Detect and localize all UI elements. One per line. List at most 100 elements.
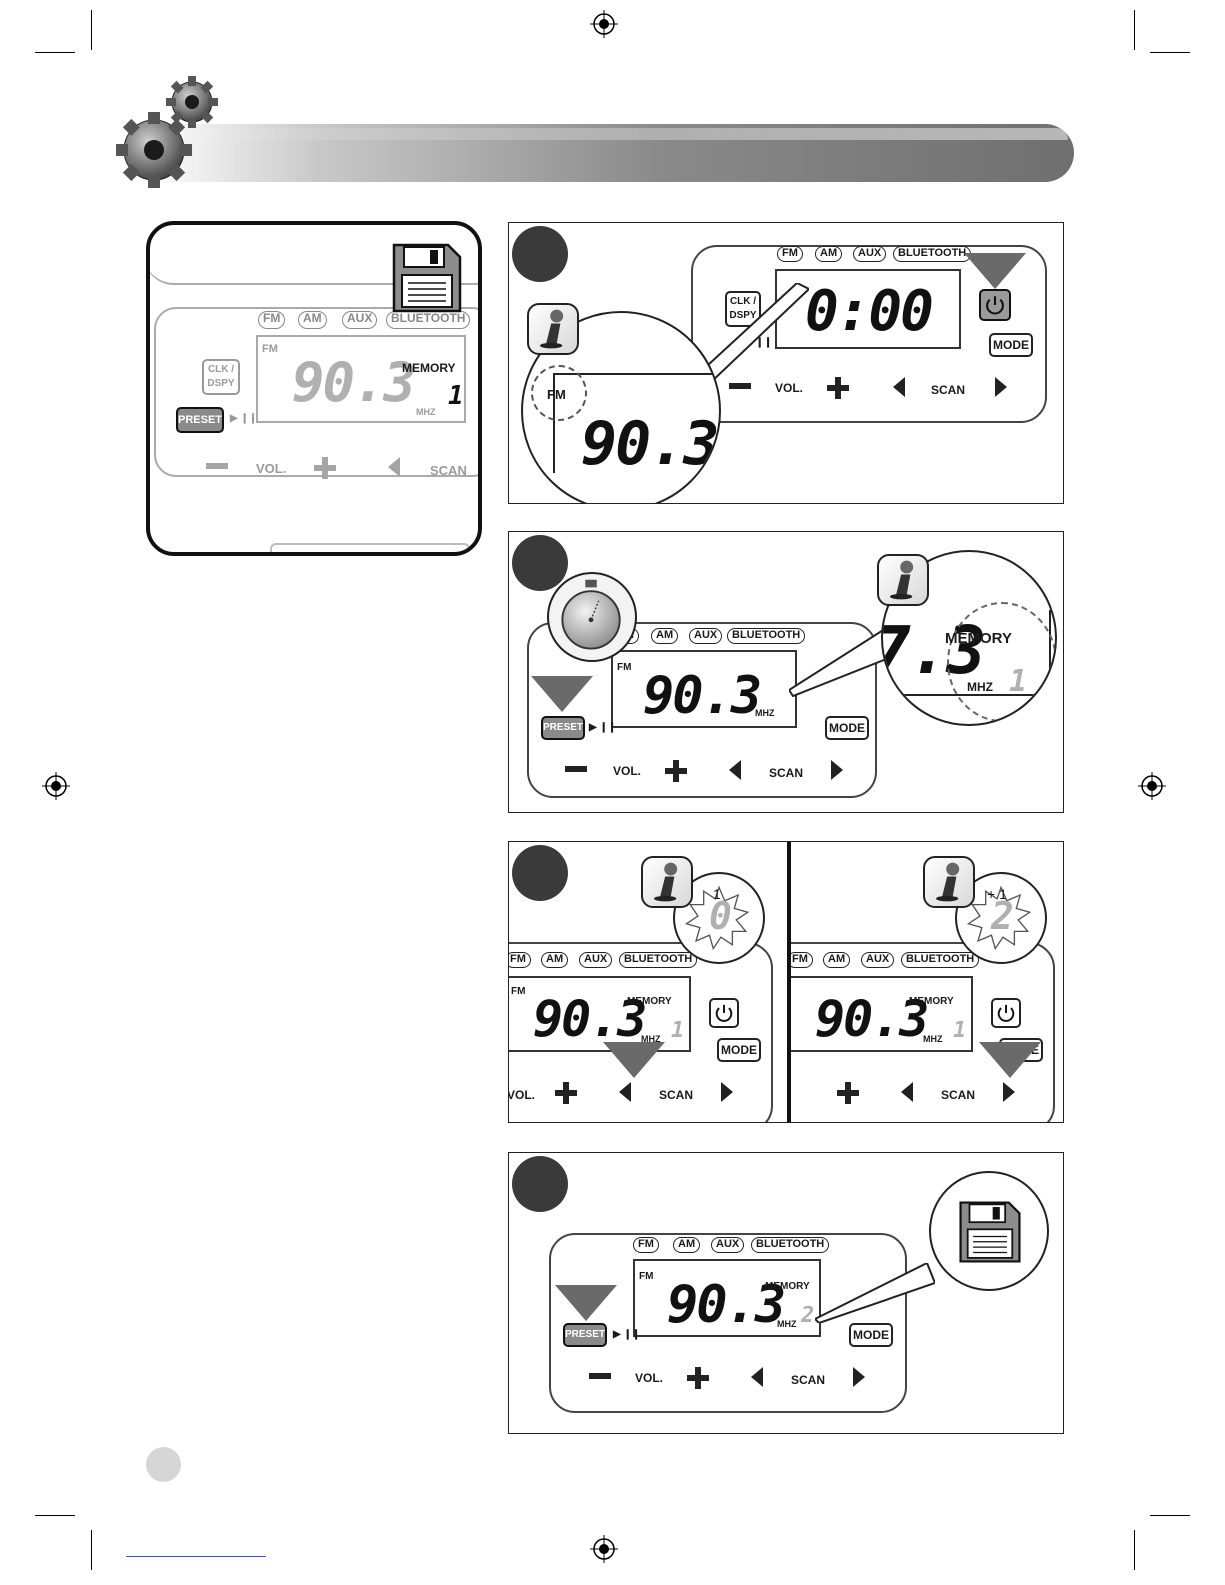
scan-label: SCAN [941,1088,976,1102]
hold-timer-circle [547,572,637,662]
mode-aux-label: AUX [342,311,378,329]
scan-back-button[interactable] [751,1367,763,1387]
volume-label: VOL. [635,1371,664,1385]
radio-outline [150,245,478,285]
volume-up-button[interactable] [314,457,336,479]
flash-burst-icon [966,885,1032,951]
mode-bluetooth-label: BLUETOOTH [727,628,806,644]
step-3-left: FM AM AUX BLUETOOTH FM 90.3 MEMORY MHZ 1… [509,842,785,1122]
scan-forward-button[interactable] [721,1082,733,1102]
scan-back-button[interactable] [388,457,400,477]
power-icon [715,1004,733,1022]
volume-down-button[interactable] [729,383,751,389]
volume-up-button[interactable] [827,377,849,399]
scan-forward-button[interactable] [831,760,843,780]
volume-up-button[interactable] [837,1082,859,1104]
power-button[interactable] [979,289,1011,321]
volume-label: VOL. [256,461,287,476]
scan-forward-button[interactable] [853,1367,865,1387]
registration-mark-icon [42,772,70,800]
radio-face-outline [154,307,478,477]
power-button[interactable] [991,998,1021,1028]
mode-am-label: AM [651,628,679,644]
mhz-label: MHZ [777,1319,797,1329]
press-pointer [979,1042,1041,1078]
volume-label: VOL. [509,1088,536,1102]
preset-button[interactable]: PRESET [563,1323,607,1347]
scan-back-button[interactable] [901,1082,913,1102]
volume-down-button[interactable] [565,766,587,772]
lcd-display: 90.3 MEMORY MHZ 1 [791,976,973,1052]
zoom-highlight [531,365,587,421]
mode-button[interactable]: MODE [989,333,1033,357]
mhz-label: MHZ [641,1034,661,1044]
mode-bluetooth-label: BLUETOOTH [893,246,972,262]
scan-back-button[interactable] [893,377,905,397]
scan-label: SCAN [659,1088,694,1102]
zoom-callout [815,1263,935,1323]
mode-button[interactable]: MODE [849,1323,893,1347]
radio-slot [270,543,470,552]
flash-digit: 0 [709,894,732,938]
mode-am-label: AM [815,246,843,262]
frequency-display: 90.3 [815,990,929,1048]
power-button[interactable] [709,998,739,1028]
mode-bluetooth-label: BLUETOOTH [619,952,698,968]
crop-mark [35,1515,75,1516]
mode-fm-label: FM [633,1237,659,1253]
mode-aux-label: AUX [579,952,613,968]
step-3-divider [787,842,791,1122]
volume-up-button[interactable] [665,760,687,782]
mode-fm-label: FM [509,952,531,968]
volume-label: VOL. [775,381,804,395]
zoom-band-label: FM [547,387,566,402]
volume-up-button[interactable] [687,1367,709,1389]
volume-down-button[interactable] [589,1373,611,1379]
mode-am-label: AM [673,1237,701,1253]
info-person-icon [877,554,929,606]
press-pointer [964,253,1026,289]
play-pause-label: ▶ ❙❙ [589,722,617,733]
clock-display: 0:00 [805,279,934,344]
crop-mark [91,1530,92,1570]
volume-up-button[interactable] [555,1082,577,1104]
memory-number: 1 [671,1018,684,1043]
mhz-label: MHZ [755,708,775,718]
scan-back-button[interactable] [619,1082,631,1102]
mode-button[interactable]: MODE [717,1038,761,1062]
scan-forward-button[interactable] [1003,1082,1015,1102]
registration-mark-icon [1138,772,1166,800]
volume-down-button[interactable] [206,463,228,469]
mhz-label: MHZ [967,680,993,694]
scan-back-button[interactable] [729,760,741,780]
scan-forward-button[interactable] [995,377,1007,397]
frequency-display: 90.3 [667,1275,786,1335]
crop-mark [1150,1515,1190,1516]
intro-panel: FM AM AUX BLUETOOTH FM 90.3 MEMORY MHZ 1… [146,221,482,556]
crop-mark [91,10,92,50]
play-pause-label: ▶ ❙❙ [230,413,258,424]
press-pointer [555,1285,617,1321]
flash-label: 1 [713,886,721,902]
zoom-lcd-edge [553,373,719,473]
step-4-badge [512,1156,568,1212]
preset-button[interactable]: PRESET [176,407,224,433]
mode-bluetooth-label: BLUETOOTH [751,1237,830,1253]
flash-digit: 2 [991,894,1014,938]
zoom-callout [789,620,909,698]
mode-am-label: AM [823,952,851,968]
clk-dspy-button[interactable]: CLK / DSPY [202,359,240,395]
preset-button[interactable]: PRESET [541,716,585,740]
mode-aux-label: AUX [689,628,723,644]
band-label: FM [639,1271,654,1282]
step-3-panel: FM AM AUX BLUETOOTH FM 90.3 MEMORY MHZ 1… [508,841,1064,1123]
mode-am-label: AM [298,311,327,329]
mode-fm-label: FM [258,311,286,329]
mode-button[interactable]: MODE [825,716,869,740]
play-pause-label: ▶ ❙❙ [613,1329,641,1340]
lcd-display: FM 90.3 MEMORY MHZ 2 [633,1259,821,1337]
mode-aux-label: AUX [711,1237,745,1253]
memory-label: MEMORY [765,1281,810,1292]
memory-label: MEMORY [945,630,1012,647]
scan-label: SCAN [791,1373,826,1387]
